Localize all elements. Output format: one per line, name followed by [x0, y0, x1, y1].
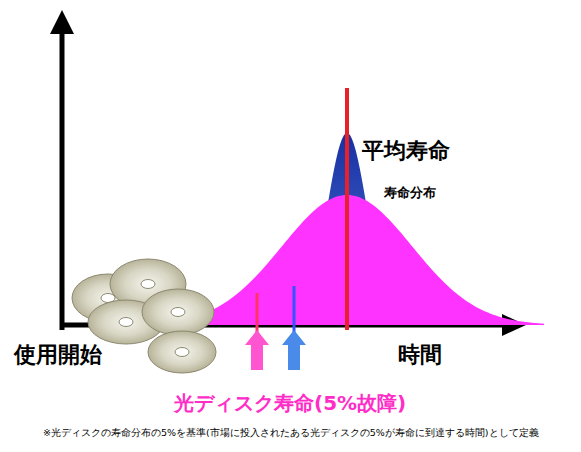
mean-line	[345, 88, 349, 330]
start-label: 使用開始	[14, 342, 102, 367]
pink-arrow	[245, 330, 269, 370]
distribution-label: 寿命分布	[384, 186, 436, 201]
pink-marker-line	[256, 293, 259, 334]
disc-life-label: 光ディスク寿命(5%故障)	[174, 392, 406, 415]
mean-life-label: 平均寿命	[362, 138, 450, 163]
time-label: 時間	[398, 342, 442, 367]
blue-arrow	[282, 330, 306, 370]
definition-note: ※光ディスクの寿命分布の5%を基準(市場に投入されたある光ディスクの5%が寿命に…	[43, 428, 539, 439]
blue-marker-line	[293, 286, 296, 334]
